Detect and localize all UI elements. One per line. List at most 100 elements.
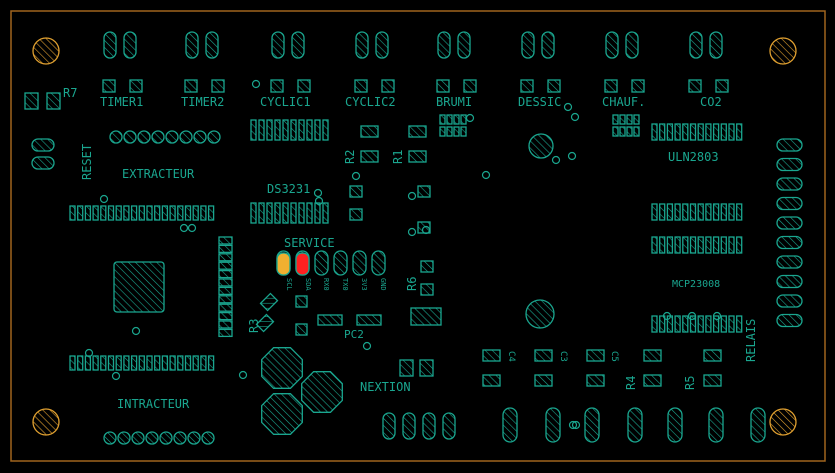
label-relais: RELAIS xyxy=(744,319,758,362)
connector-pin xyxy=(173,431,187,445)
chip-pin xyxy=(282,202,289,224)
connector-pin xyxy=(117,431,131,445)
esp-pin xyxy=(69,355,76,371)
power-octagon-pads xyxy=(261,347,343,435)
nextion-pin xyxy=(442,412,456,440)
nextion-connector xyxy=(382,412,456,440)
service-pin xyxy=(314,250,329,276)
label-brumi: BRUMI xyxy=(436,95,472,109)
esp-pin xyxy=(107,355,115,371)
via-hole xyxy=(111,371,121,381)
terminal-pad xyxy=(545,407,561,443)
connector-pin xyxy=(187,431,201,445)
via-hole xyxy=(568,420,578,430)
label-pc2: PC2 xyxy=(344,328,364,341)
chip-pin xyxy=(728,123,735,141)
chip-pin xyxy=(250,202,257,224)
label-intracteur: INTRACTEUR xyxy=(117,397,190,411)
via-hole xyxy=(313,188,323,198)
esp-pin xyxy=(115,205,122,221)
via-hole xyxy=(187,223,197,233)
via-hole xyxy=(407,227,417,237)
esp-pin xyxy=(123,205,130,221)
via-hole xyxy=(421,225,431,235)
via-hole xyxy=(563,102,573,112)
chip-pin xyxy=(274,119,281,141)
connector-pin xyxy=(109,130,123,144)
indicator-pad xyxy=(715,79,729,93)
label-c5: C5 xyxy=(609,351,619,362)
chip-pin xyxy=(298,119,305,141)
terminal-pad xyxy=(355,31,369,59)
label-timer2: TIMER2 xyxy=(181,95,224,109)
connector-pin xyxy=(123,130,137,144)
via-hole xyxy=(712,311,722,321)
connector-pin xyxy=(103,431,117,445)
indicator-pad xyxy=(547,79,561,93)
terminal-pad xyxy=(437,31,451,59)
label-service: SERVICE xyxy=(284,236,335,250)
connector-pin xyxy=(131,431,145,445)
label-ds3231: DS3231 xyxy=(267,182,310,196)
chip-pin xyxy=(453,114,460,125)
terminal-pad xyxy=(625,31,639,59)
chip-pin xyxy=(736,203,743,221)
led-red-indicator xyxy=(295,252,310,276)
indicator-pad-pairs xyxy=(102,79,729,93)
led-yellow-indicator xyxy=(276,252,291,276)
chip-pin xyxy=(274,202,281,224)
chip-pin xyxy=(626,126,633,137)
via-hole xyxy=(662,311,672,321)
r3-pc2-footprints xyxy=(255,292,442,336)
chip-pin xyxy=(651,203,658,221)
via-hole xyxy=(351,171,361,181)
chip-pin xyxy=(736,315,743,333)
header-pin xyxy=(218,295,233,304)
terminal-pad xyxy=(689,31,703,59)
chip-pin xyxy=(282,119,289,141)
mounting-holes xyxy=(32,37,797,436)
connector-pin xyxy=(207,130,221,144)
terminal-pad xyxy=(750,407,766,443)
relais-pin xyxy=(776,177,803,191)
indicator-pad xyxy=(211,79,225,93)
terminal-pad xyxy=(709,31,723,59)
esp-pin xyxy=(115,355,122,371)
label-r4: R4 xyxy=(624,376,638,390)
label-c4: C4 xyxy=(506,351,516,362)
esp-pin xyxy=(130,205,138,221)
esp-pin xyxy=(77,355,84,371)
connector-pin xyxy=(159,431,173,445)
esp-pin xyxy=(77,205,84,221)
chip-pin xyxy=(728,315,735,333)
chip-pin xyxy=(266,119,273,141)
terminal-pad xyxy=(584,407,600,443)
label-nextion: NEXTION xyxy=(360,380,411,394)
terminal-pad xyxy=(457,31,471,59)
chip-pin xyxy=(290,119,297,141)
chip-pin xyxy=(659,203,666,221)
chip-pin xyxy=(712,203,720,221)
via-hole xyxy=(314,196,324,206)
relais-pin xyxy=(776,138,803,152)
chip-pin xyxy=(697,123,704,141)
via-hole xyxy=(99,194,109,204)
chip-pin xyxy=(298,202,305,224)
terminal-pad xyxy=(708,407,724,443)
vias xyxy=(84,79,722,430)
chip-pin xyxy=(697,236,704,254)
chip-pin xyxy=(736,123,743,141)
chip-pin xyxy=(290,202,297,224)
reset-button-pads xyxy=(31,138,55,170)
ds3231-chip-pins xyxy=(250,119,329,224)
indicator-pad xyxy=(184,79,198,93)
terminal-pad xyxy=(605,31,619,59)
esp-pin xyxy=(123,355,130,371)
indicator-pad xyxy=(463,79,477,93)
chip-pin xyxy=(712,315,720,333)
chip-pin xyxy=(682,203,689,221)
chip-pin xyxy=(720,123,727,141)
terminal-pad xyxy=(541,31,555,59)
nextion-pin xyxy=(422,412,436,440)
